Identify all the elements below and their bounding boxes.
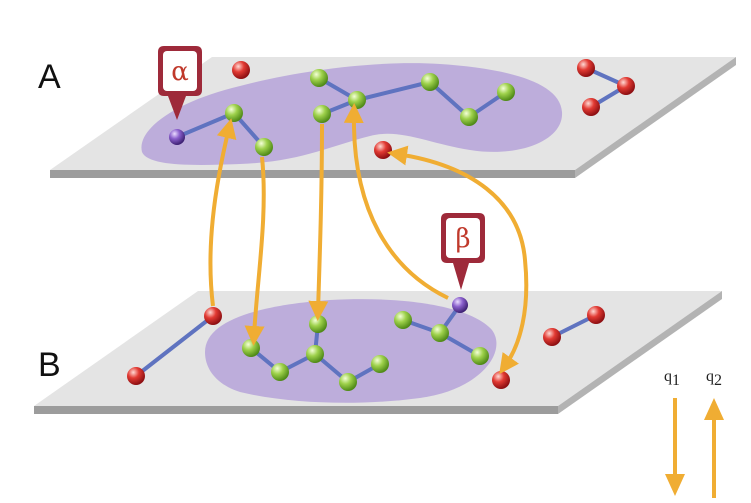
node — [492, 371, 510, 389]
layer-b-label: B — [38, 346, 61, 384]
interlayer-arrows — [208, 103, 529, 375]
node — [452, 297, 468, 313]
node — [471, 347, 489, 365]
node — [309, 315, 327, 333]
layer-a-nodes — [169, 59, 635, 159]
node — [242, 339, 260, 357]
node — [339, 373, 357, 391]
node — [577, 59, 595, 77]
node — [306, 345, 324, 363]
node — [374, 141, 392, 159]
svg-text:q2: q2 — [706, 368, 722, 389]
node — [421, 73, 439, 91]
node — [587, 306, 605, 324]
q1-symbol: q — [664, 368, 672, 385]
legend: q1 q2 — [664, 368, 724, 498]
node — [543, 328, 561, 346]
node — [497, 83, 515, 101]
node — [431, 324, 449, 342]
node — [232, 61, 250, 79]
node — [225, 104, 243, 122]
q2-subscript: 2 — [714, 372, 722, 389]
q2-symbol: q — [706, 368, 714, 385]
down-arrow-icon — [665, 398, 685, 496]
arrow-b-to-a — [208, 118, 237, 307]
layer-a-label: A — [38, 58, 61, 96]
beta-marker: β — [441, 213, 485, 290]
node — [313, 105, 331, 123]
node — [204, 307, 222, 325]
node — [371, 355, 389, 373]
node — [255, 138, 273, 156]
svg-text:q1: q1 — [664, 368, 680, 389]
up-arrow-icon — [704, 398, 724, 498]
node — [169, 129, 185, 145]
alpha-label: α — [171, 57, 189, 87]
node — [271, 363, 289, 381]
q1-subscript: 1 — [672, 372, 680, 389]
alpha-marker: α — [158, 46, 202, 120]
node — [127, 367, 145, 385]
beta-label: β — [455, 224, 470, 254]
arrow-a-to-b — [387, 145, 529, 375]
arrow-a-to-b — [244, 156, 266, 346]
node — [348, 91, 366, 109]
node — [394, 311, 412, 329]
node — [617, 77, 635, 95]
node — [310, 69, 328, 87]
node — [460, 108, 478, 126]
node — [582, 98, 600, 116]
arrow-a-to-b — [308, 123, 329, 321]
